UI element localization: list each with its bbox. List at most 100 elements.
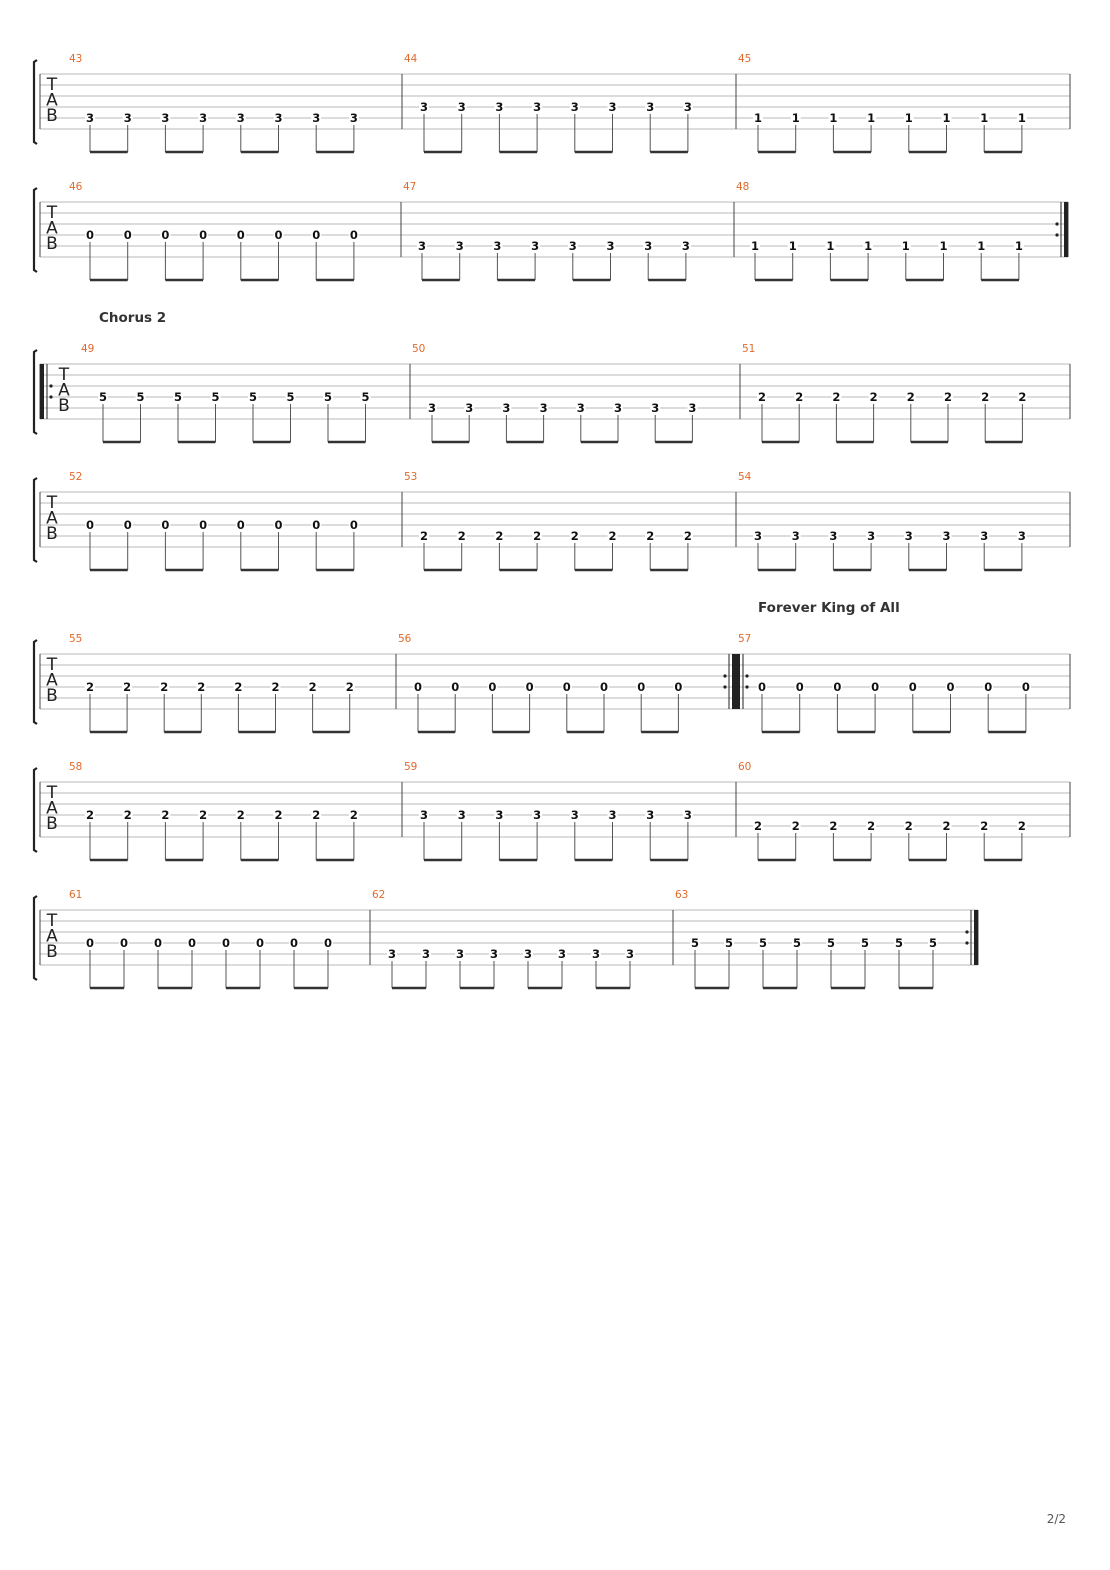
fret-number: 5 [725,936,733,950]
fret-number: 2 [1018,819,1026,833]
tab-clef-letter: B [46,524,58,544]
fret-number: 3 [199,111,207,125]
fret-number: 2 [160,680,168,694]
fret-mask [235,229,246,240]
fret-number: 3 [465,401,473,415]
fret-mask [682,530,693,541]
measure-number: 57 [738,633,751,645]
fret-mask [979,112,990,123]
fret-mask [235,519,246,530]
fret-mask [907,681,918,692]
fret-mask [119,937,129,948]
fret-mask [122,809,133,820]
fret-mask [928,937,938,948]
fret-mask [311,519,322,530]
fret-number: 3 [458,808,466,822]
fret-mask [673,681,684,692]
fret-mask [450,681,461,692]
repeat-dot [965,930,969,934]
tab-clef-letter: T [46,75,58,95]
section-label: Chorus 2 [99,310,166,326]
fret-mask [530,240,541,251]
fret-number: 0 [256,936,264,950]
fret-mask [419,530,429,541]
fret-mask [868,391,879,402]
fret-mask [1016,820,1027,831]
fret-mask [98,391,108,402]
fret-number: 5 [249,390,257,404]
fret-number: 5 [827,936,835,950]
fret-number: 2 [346,680,354,694]
fret-mask [938,240,949,251]
fret-number: 1 [826,239,834,253]
fret-mask [160,112,171,123]
system-bracket [32,187,38,273]
fret-number: 0 [124,228,132,242]
fret-number: 2 [870,390,878,404]
fret-number: 2 [86,680,94,694]
measure-number: 44 [404,53,418,65]
fret-mask [270,681,281,692]
fret-mask [900,240,911,251]
fret-number: 3 [829,529,837,543]
fret-mask [523,948,533,959]
fret-mask [1013,240,1024,251]
tab-clef-letter: A [46,219,58,239]
fret-mask [941,530,952,541]
repeat-dot [723,674,727,678]
fret-mask [538,402,549,413]
fret-mask [976,240,987,251]
fret-mask [85,229,95,240]
fret-number: 3 [684,808,692,822]
fret-mask [905,391,916,402]
fret-mask [941,112,952,123]
fret-mask [489,948,499,959]
fret-number: 5 [136,390,144,404]
tab-clef-letter: T [58,365,70,385]
fret-mask [866,820,877,831]
fret-mask [413,681,423,692]
fret-mask [323,391,333,402]
fret-mask [348,112,359,123]
fret-number: 3 [651,401,659,415]
fret-mask [85,681,95,692]
fret-number: 0 [1022,680,1030,694]
fret-number: 2 [123,680,131,694]
tab-clef-letter: B [46,942,58,962]
measure-number: 52 [69,471,82,483]
fret-mask [348,809,359,820]
fret-mask [613,402,623,413]
fret-mask [198,809,209,820]
repeat-dot [49,395,53,399]
fret-mask [153,937,163,948]
fret-number: 0 [237,228,245,242]
fret-number: 2 [792,819,800,833]
tab-clef-letter: A [58,381,70,401]
fret-mask [825,240,836,251]
fret-mask [487,681,498,692]
fret-number: 5 [861,936,869,950]
fret-mask [455,948,465,959]
measure-number: 47 [403,181,416,193]
fret-number: 3 [418,239,426,253]
fret-mask [387,948,397,959]
fret-number: 2 [124,808,132,822]
repeat-dot [723,685,727,689]
fret-mask [311,809,322,820]
fret-number: 0 [86,518,94,532]
fret-mask [753,112,763,123]
fret-number: 5 [99,390,107,404]
repeat-dot [745,674,749,678]
fret-mask [421,948,431,959]
fret-mask [607,101,618,112]
tab-clef-letter: B [46,686,58,706]
fret-number: 1 [751,239,759,253]
fret-number: 2 [1018,390,1026,404]
fret-mask [866,112,877,123]
fret-mask [863,240,874,251]
fret-mask [160,519,171,530]
repeat-end-thick-bar [1064,202,1068,257]
